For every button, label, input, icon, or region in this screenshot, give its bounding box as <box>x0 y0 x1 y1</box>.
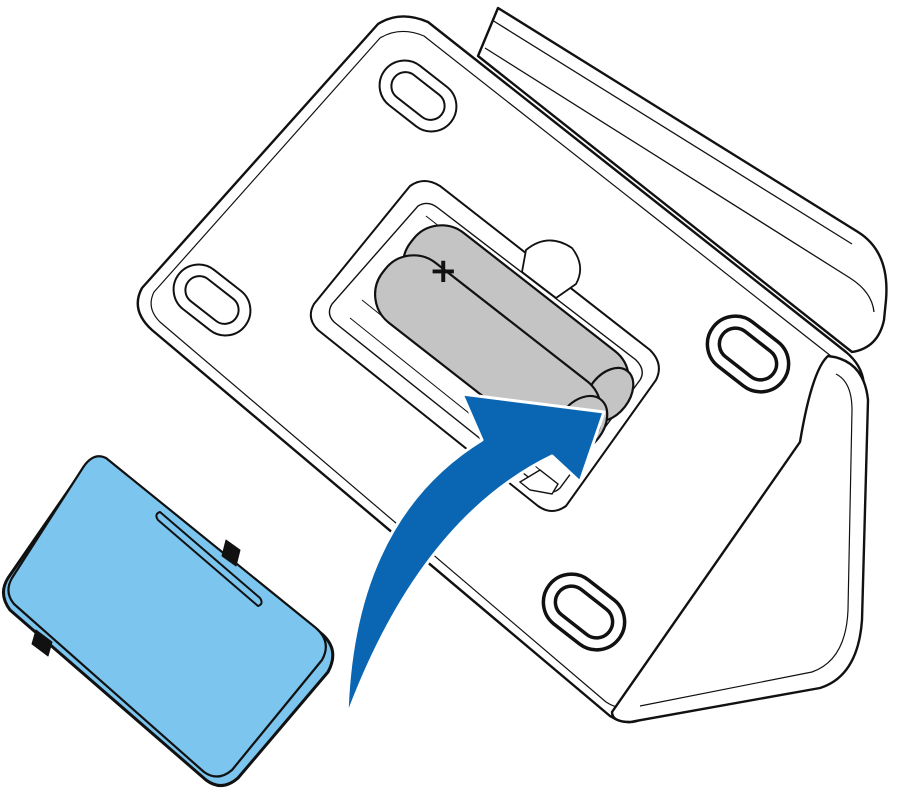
battery-cover <box>3 456 332 785</box>
battery-polarity-plus-label: + <box>429 251 458 291</box>
